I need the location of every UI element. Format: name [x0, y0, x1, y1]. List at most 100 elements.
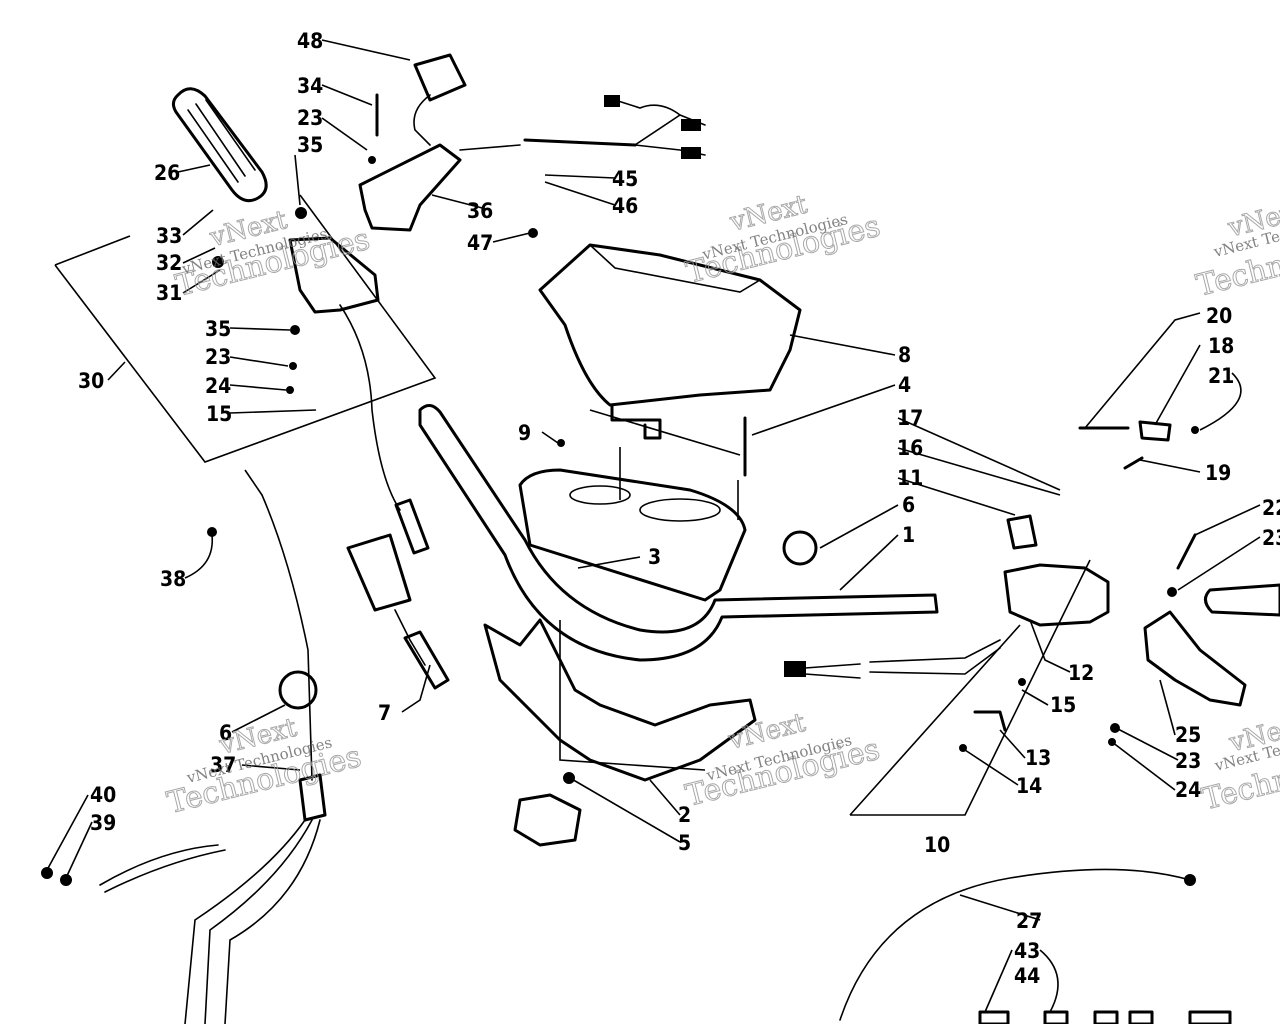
- callout-22: 22: [1262, 496, 1280, 520]
- callout-12: 12: [1068, 661, 1094, 685]
- callout-34: 34: [297, 74, 323, 98]
- callout-15b: 15: [1050, 693, 1076, 717]
- bracket-3-box: [589, 409, 741, 520]
- callout-1: 1: [902, 523, 915, 547]
- callout-23b: 23: [205, 345, 231, 369]
- callout-11: 11: [897, 466, 923, 490]
- callout-35a: 35: [297, 133, 323, 157]
- callout-13: 13: [1025, 746, 1051, 770]
- watermarks: vNext Technologies vNext Technologies vN…: [163, 189, 1280, 822]
- callout-6b: 6: [219, 721, 232, 745]
- callout-36: 36: [467, 199, 493, 223]
- gauge-opening-left: [569, 485, 631, 505]
- bracket-10: [849, 559, 1091, 816]
- connector-chain: [978, 1010, 1232, 1024]
- callout-7: 7: [378, 701, 391, 725]
- switch-block: [413, 53, 467, 102]
- watermark-6: vNext Technologies vNext Technologies: [1198, 710, 1280, 818]
- callout-2: 2: [678, 803, 691, 827]
- callout-6a: 6: [902, 493, 915, 517]
- callout-37: 37: [210, 753, 236, 777]
- callout-32: 32: [156, 251, 182, 275]
- callout-35b: 35: [205, 317, 231, 341]
- cable-adjuster: [298, 773, 327, 822]
- callout-17: 17: [897, 406, 923, 430]
- callout-47: 47: [467, 231, 493, 255]
- callout-43: 43: [1014, 939, 1040, 963]
- instrument-hood: [538, 243, 802, 407]
- gauge-opening-right: [639, 498, 721, 522]
- watermark-5: vNext Technologies vNext Technologies: [682, 707, 884, 814]
- callout-46: 46: [612, 194, 638, 218]
- callout-27: 27: [1016, 909, 1042, 933]
- lower-bracket: [483, 618, 757, 782]
- callout-16: 16: [897, 436, 923, 460]
- right-connector-a: [784, 661, 806, 677]
- callout-8: 8: [898, 343, 911, 367]
- instrument-housing: [518, 468, 747, 602]
- handlebar: [418, 404, 939, 662]
- callout-33: 33: [156, 224, 182, 248]
- callout-48: 48: [297, 29, 323, 53]
- right-control-housing: [1003, 563, 1110, 627]
- callout-5: 5: [678, 831, 691, 855]
- callout-15a: 15: [206, 402, 232, 426]
- connector-c: [681, 147, 701, 159]
- callout-25: 25: [1175, 723, 1201, 747]
- switch-wire: [413, 94, 431, 146]
- bolt-22: [1176, 533, 1197, 570]
- callout-23c: 23: [1262, 526, 1280, 550]
- cable-27: [839, 868, 1191, 1021]
- callout-9: 9: [518, 421, 531, 445]
- harness-wire: [339, 304, 401, 511]
- callout-23d: 23: [1175, 749, 1201, 773]
- clip-18: [1138, 420, 1172, 442]
- cable-37: [261, 494, 313, 781]
- clip-ring: [782, 530, 818, 566]
- callout-21: 21: [1208, 364, 1234, 388]
- part-drawings: [41, 53, 1280, 1024]
- right-control-switch: [1006, 514, 1038, 550]
- brake-lever: [358, 143, 462, 232]
- callout-40: 40: [90, 783, 116, 807]
- left-control-housing: [288, 236, 380, 314]
- mount-bracket: [513, 793, 582, 847]
- watermark-3: vNext Technologies vNext Technologies: [1192, 195, 1280, 304]
- right-brake-lever: [1143, 610, 1247, 707]
- assembly-brackets: [54, 194, 1091, 816]
- callout-labels: 1 2 3 4 5 6 6 7 8 9 10 11 12 13 14 15 15…: [78, 29, 1280, 988]
- callout-19: 19: [1205, 461, 1231, 485]
- bracket-30: [54, 194, 437, 463]
- callout-31: 31: [156, 281, 182, 305]
- small-hardware: [41, 156, 1199, 886]
- watermark-2: vNext Technologies vNext Technologies: [682, 189, 884, 291]
- callout-39: 39: [90, 811, 116, 835]
- callout-26: 26: [154, 161, 180, 185]
- callout-20: 20: [1206, 304, 1232, 328]
- callout-38: 38: [160, 567, 186, 591]
- harness-plug: [346, 533, 412, 612]
- callout-24a: 24: [205, 374, 231, 398]
- callout-44: 44: [1014, 964, 1040, 988]
- brake-lever-hose: [459, 144, 521, 151]
- callout-14: 14: [1016, 774, 1042, 798]
- callout-45: 45: [612, 167, 638, 191]
- connector-a: [604, 95, 620, 107]
- callout-3: 3: [648, 545, 661, 569]
- right-grip: [1204, 583, 1280, 617]
- callout-30: 30: [78, 369, 104, 393]
- leader-lines: [46, 39, 1261, 1013]
- callout-24b: 24: [1175, 778, 1201, 802]
- bracket-2-box: [559, 620, 706, 771]
- spring-19: [1123, 456, 1144, 470]
- bracket-13: [973, 710, 1007, 732]
- wire-harness-45: [523, 138, 637, 147]
- right-wire: [869, 639, 1001, 663]
- connector-b: [681, 119, 701, 131]
- callout-4: 4: [898, 373, 911, 397]
- callout-18: 18: [1208, 334, 1234, 358]
- watermark-1: vNext Technologies vNext Technologies: [172, 205, 374, 305]
- callout-10: 10: [924, 833, 950, 857]
- left-grip: [171, 87, 268, 203]
- left-grip-ribs: [187, 99, 256, 183]
